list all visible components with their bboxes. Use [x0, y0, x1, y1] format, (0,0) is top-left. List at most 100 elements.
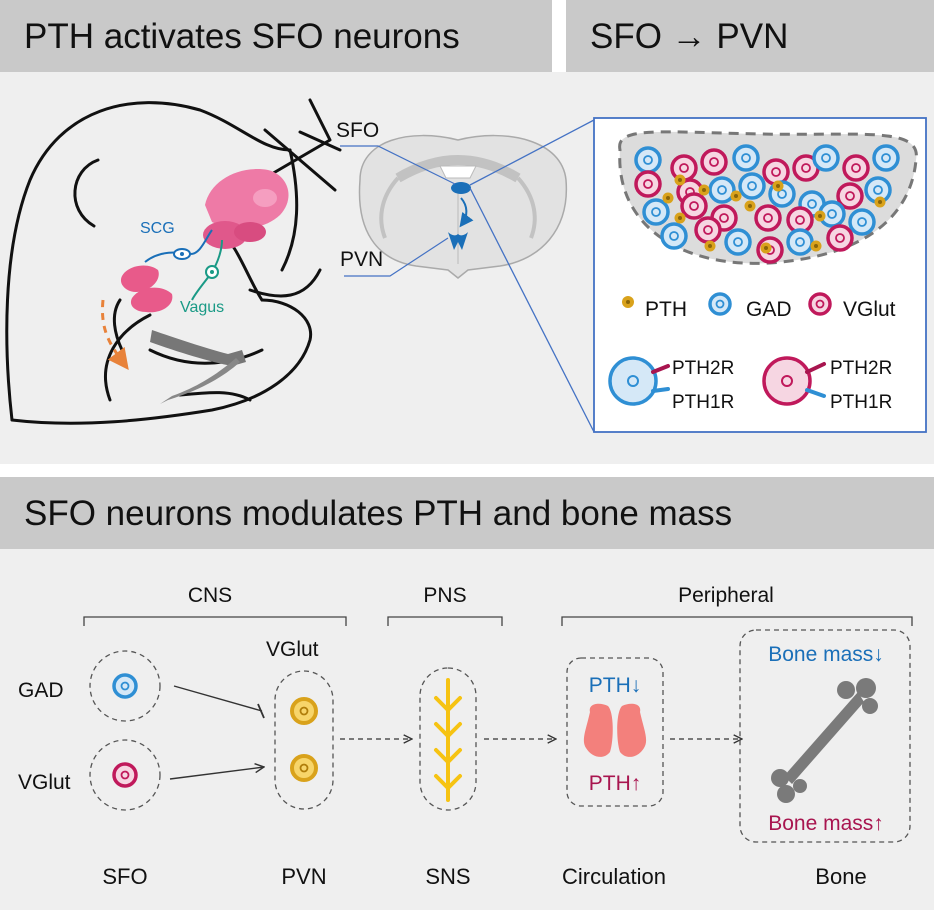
pth-particle-core: [748, 204, 752, 208]
vglut-excitation-arrow: [169, 767, 264, 780]
pth-particle-core: [678, 178, 682, 182]
sfo-vglut-cell-icon: [112, 762, 138, 788]
bone-column-label: Bone: [815, 864, 866, 889]
pth-up-label: PTH↑: [589, 772, 642, 795]
gad-pth1r-receptor: [651, 387, 670, 393]
cell-nucleus: [717, 185, 727, 195]
vglut-cell: [634, 170, 662, 198]
cell-nucleus: [741, 153, 751, 163]
pth-down-label: PTH↓: [589, 674, 642, 697]
cell-nucleus: [827, 209, 837, 219]
cell-nucleus: [643, 155, 653, 165]
pvn-region-icon: [448, 232, 468, 250]
vglut-cell: [680, 192, 708, 220]
cell-nucleus: [643, 179, 653, 189]
mouse-bone-icon: [150, 330, 246, 404]
cell-nucleus: [719, 213, 729, 223]
mouse-forelimb: [112, 298, 124, 352]
scg-label: SCG: [140, 220, 175, 237]
scg-ganglion-dot: [180, 252, 184, 256]
cell-nucleus: [835, 233, 845, 243]
cell-nucleus: [651, 207, 661, 217]
gad-cell: [634, 146, 662, 174]
gad-cell: [660, 222, 688, 250]
vagus-label: Vagus: [180, 299, 224, 316]
gad-pth2r-receptor: [651, 364, 670, 374]
gad-cell: [786, 228, 814, 256]
pth-particle-core: [708, 244, 712, 248]
pth-particle-core: [878, 200, 882, 204]
sfo-cell-cluster: [634, 144, 900, 264]
pth-particle-core: [666, 196, 670, 200]
pth-particle-core: [814, 244, 818, 248]
inhibition-bar: [257, 703, 265, 719]
femur-bone-icon: [771, 678, 878, 803]
cell-nucleus: [801, 163, 811, 173]
cell-nucleus: [763, 213, 773, 223]
vglut-cell: [842, 154, 870, 182]
cell-nucleus: [689, 201, 699, 211]
pvn-vglut-cell-icon-1: [290, 697, 318, 725]
header-pth-activates: PTH activates SFO neurons: [0, 0, 552, 72]
bone-mass-up-label: Bone mass↑: [768, 812, 884, 835]
gad-cell: [732, 144, 760, 172]
sfo-gad-dashed-circle: [89, 650, 161, 722]
sns-nerve-icon: [434, 678, 462, 802]
sns-dashed-box: [419, 667, 477, 811]
vglut-pth2r-label: PTH2R: [830, 358, 892, 379]
gad-pth2r-label: PTH2R: [672, 358, 734, 379]
sfo-vglut-dashed-circle: [89, 739, 161, 811]
cell-nucleus: [703, 225, 713, 235]
vglut-cell: [700, 148, 728, 176]
mouse-ear: [73, 158, 100, 228]
pth-particle-core: [818, 214, 822, 218]
sfo-gad-cell-icon: [112, 673, 138, 699]
pvn-column-label: PVN: [281, 864, 326, 889]
gad-inhibition-line: [173, 685, 263, 712]
peripheral-label: Peripheral: [678, 584, 774, 607]
cell-nucleus: [845, 191, 855, 201]
legend-gad-label: GAD: [746, 298, 792, 321]
sfo-column-label: SFO: [102, 864, 147, 889]
legend-gad-icon: [708, 292, 732, 316]
gad-row-label: GAD: [18, 679, 64, 702]
vglut-pth1r-label: PTH1R: [830, 392, 892, 413]
gad-cell: [708, 176, 736, 204]
inset-legend: PTH GAD VGlut PTH2R PTH1R PTH2R PTH1R: [608, 292, 896, 413]
cell-nucleus: [851, 163, 861, 173]
sfo-pointer-line: [340, 145, 456, 185]
pns-bracket: [387, 616, 503, 626]
bottom-panel-bg: [0, 549, 934, 910]
pvn-dashed-box: [274, 670, 334, 810]
parathyroid-gland-icon: [583, 703, 647, 757]
cns-bracket: [83, 616, 347, 626]
vglut-cell: [754, 204, 782, 232]
pth-particle-core: [678, 216, 682, 220]
header-sfo-pvn: SFO → PVN: [566, 0, 934, 72]
bone-mass-down-label: Bone mass↓: [768, 643, 884, 666]
mouse-thyroid-icon: [120, 265, 173, 313]
vglut-cell: [836, 182, 864, 210]
pth-particle-core: [776, 184, 780, 188]
cell-nucleus: [795, 215, 805, 225]
legend-pth-label: PTH: [645, 298, 687, 321]
brain-section: [358, 134, 568, 279]
cell-nucleus: [747, 181, 757, 191]
pvn-vglut-label: VGlut: [266, 638, 319, 661]
cell-nucleus: [669, 231, 679, 241]
pth-particle-core: [702, 188, 706, 192]
cell-nucleus: [821, 153, 831, 163]
vagus-ganglion-dot: [210, 270, 214, 274]
pvn-pointer-line: [344, 237, 449, 277]
cell-nucleus: [771, 167, 781, 177]
vglut-pth2r-receptor: [805, 362, 826, 374]
bone-dashed-box: [739, 629, 911, 843]
category-brackets: [83, 616, 913, 626]
gad-cell: [738, 172, 766, 200]
cns-label: CNS: [188, 584, 232, 607]
sfo-label: SFO: [336, 119, 379, 142]
cell-nucleus: [733, 237, 743, 247]
cell-nucleus: [807, 199, 817, 209]
vglut-cell: [826, 224, 854, 252]
